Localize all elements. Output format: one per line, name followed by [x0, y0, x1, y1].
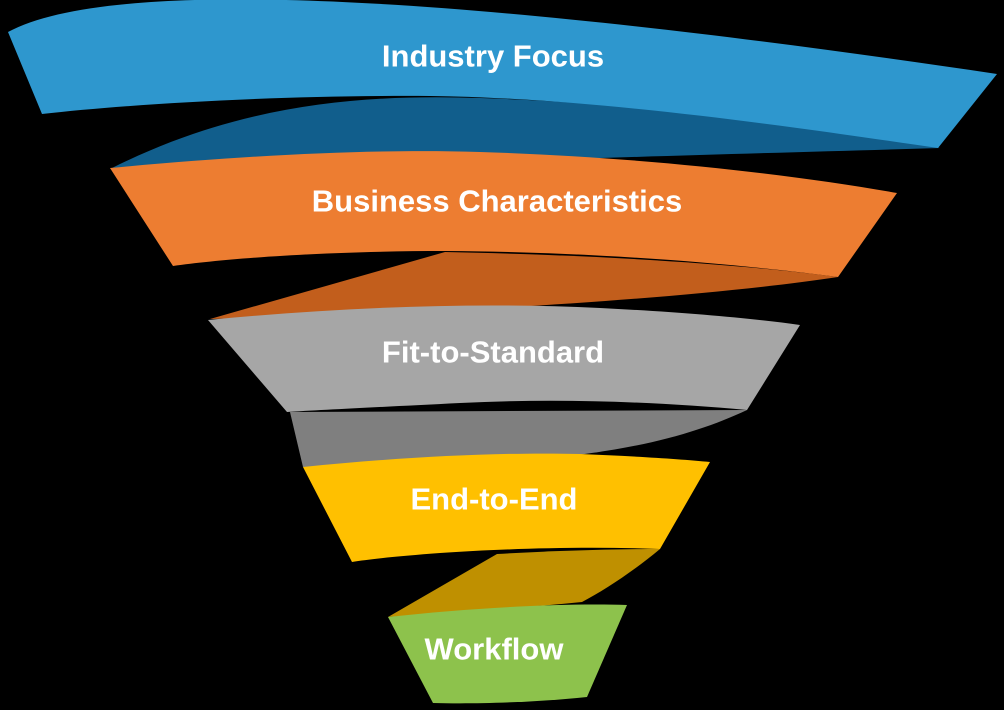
funnel-layer-2-fold-ribbon [210, 252, 838, 319]
funnel-layer-4-band [303, 453, 710, 562]
funnel-layer-4-fold-ribbon [388, 549, 660, 617]
funnel-layer-2-band [110, 151, 897, 277]
funnel-layer-3-band [208, 305, 800, 412]
funnel-label-business-characteristics: Business Characteristics [312, 184, 682, 219]
funnel-layer-1-band [8, 0, 997, 148]
funnel-label-end-to-end: End-to-End [410, 482, 577, 517]
funnel-layer-5-band [388, 604, 627, 704]
funnel-label-workflow: Workflow [425, 632, 565, 667]
funnel-label-industry-focus: Industry Focus [382, 39, 604, 74]
funnel-layer-1-fold-ribbon [112, 97, 940, 168]
funnel-layer-3-fold-ribbon [290, 410, 747, 467]
funnel-label-fit-to-standard: Fit-to-Standard [382, 335, 604, 370]
